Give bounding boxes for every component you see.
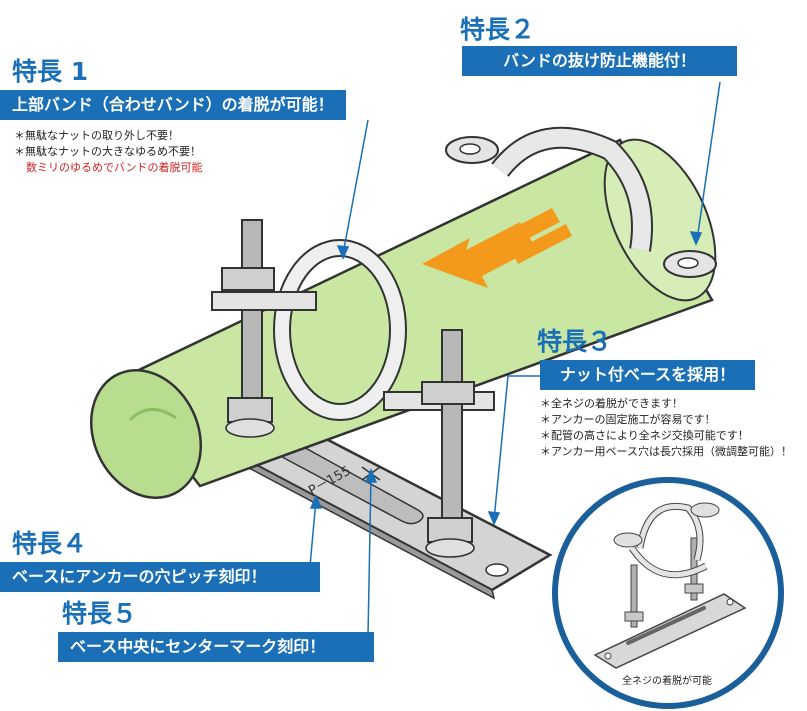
inset-photo bbox=[552, 477, 784, 709]
threaded-rod-left bbox=[221, 219, 275, 438]
list-item: ＊無駄なナットの大きなゆるめ不要！ bbox=[14, 145, 201, 158]
leader-lines bbox=[309, 81, 721, 637]
feature-1-note: 数ミリのゆるめでバンドの着脱可能 bbox=[26, 161, 203, 174]
list-item: ＊アンカーの固定施工が容易です！ bbox=[540, 413, 716, 426]
feature-1-banner: 上部バンド（合わせバンド）の着脱が可能！ bbox=[0, 90, 346, 120]
feature-5-title: 特長５ bbox=[62, 599, 138, 628]
threaded-rod-right bbox=[421, 329, 475, 558]
feature-1-title: 特長 1 bbox=[12, 57, 89, 86]
list-item: ＊全ネジの着脱ができます！ bbox=[540, 397, 683, 410]
feature-3-banner: ナット付ベースを採用！ bbox=[540, 360, 755, 390]
feature-3-title: 特長３ bbox=[537, 327, 613, 356]
feature-1-bullets: ＊無駄なナットの取り外し不要！ ＊無駄なナットの大きなゆるめ不要！ bbox=[14, 128, 201, 160]
upper-band bbox=[445, 126, 717, 278]
feature-2-banner: バンドの抜け防止機能付！ bbox=[462, 46, 737, 76]
feature-5-banner: ベース中央にセンターマーク刻印！ bbox=[58, 632, 374, 662]
feature-4-banner: ベースにアンカーの穴ピッチ刻印！ bbox=[0, 562, 320, 592]
list-item: ＊無駄なナットの取り外し不要！ bbox=[14, 129, 179, 142]
list-item: ＊アンカー用ベース穴は長穴採用（微調整可能）！ bbox=[540, 445, 793, 458]
flow-direction-arrow-icon bbox=[422, 208, 572, 288]
list-item: ＊配管の高さにより全ネジ交換可能です！ bbox=[540, 429, 749, 442]
feature-4-title: 特長４ bbox=[12, 529, 88, 558]
feature-2-title: 特長２ bbox=[460, 15, 536, 44]
feature-3-bullets: ＊全ネジの着脱ができます！ ＊アンカーの固定施工が容易です！ ＊配管の高さにより… bbox=[540, 396, 792, 460]
inset-caption: 全ネジの着脱が可能 bbox=[622, 676, 712, 687]
